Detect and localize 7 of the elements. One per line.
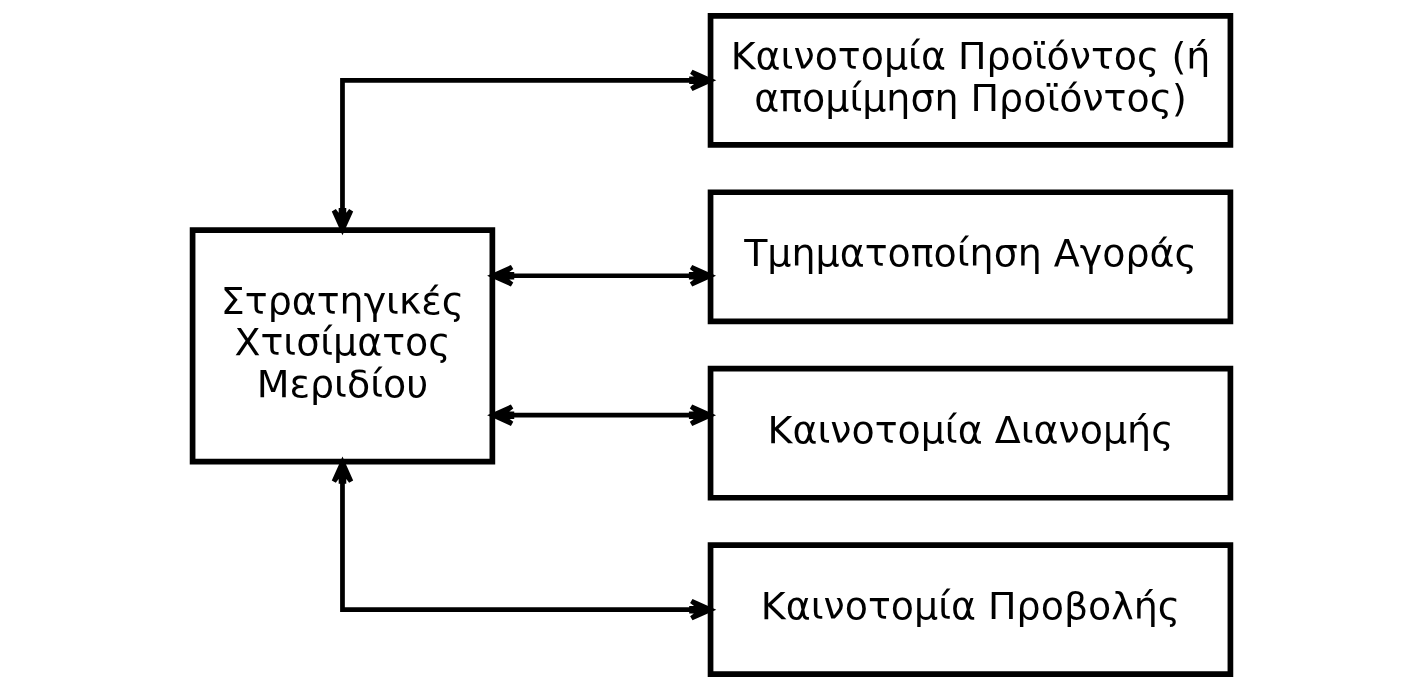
node-box: Στρατηγικές Χτισίματος Μεριδίου xyxy=(189,227,495,465)
arrow xyxy=(490,264,713,287)
arrow xyxy=(490,404,713,427)
node-box: Καινοτομία Προϊόντος (ή απομίμηση Προϊόντος) xyxy=(707,12,1233,148)
node-box: Καινοτομία Διανομής xyxy=(707,365,1233,501)
node-box: Καινοτομία Προβολής xyxy=(707,542,1233,678)
node-box: Τμηματοποίηση Αγοράς xyxy=(707,189,1233,325)
